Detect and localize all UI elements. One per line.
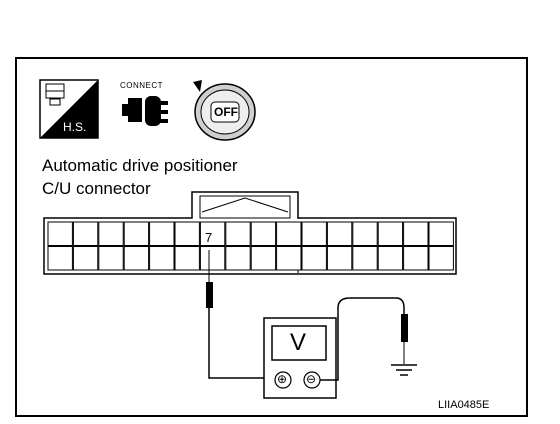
connector-cavity — [326, 221, 353, 246]
connector-cavity — [199, 221, 226, 246]
connector-cavity — [276, 246, 302, 271]
voltmeter — [263, 317, 337, 399]
voltmeter-symbol: V — [290, 329, 307, 356]
connect-label: CONNECT — [120, 81, 164, 90]
ground-icon — [391, 364, 417, 376]
figure-code: LIIA0485E — [438, 399, 490, 411]
connector-cavity — [123, 246, 150, 271]
connector-cavity — [250, 246, 277, 271]
connector-disconnected-icon — [122, 96, 168, 126]
connector-title-line-1: Automatic drive positioner — [42, 156, 238, 175]
connector-cavity — [174, 221, 200, 246]
negative-symbol: ⊖ — [306, 372, 317, 386]
connector-cavity — [403, 221, 429, 246]
ignition-off-icon — [193, 80, 256, 141]
connector-cavity — [301, 246, 327, 271]
connector-cavity — [98, 221, 124, 246]
connector-cavity — [276, 221, 302, 246]
diagram-frame — [15, 57, 528, 417]
positive-terminal — [274, 371, 292, 389]
service-manual-icon — [39, 79, 99, 139]
connector-cavity — [98, 246, 124, 271]
connector-cavity — [326, 246, 353, 271]
connector-cavity — [72, 221, 99, 246]
service-manual-label: H.S. — [63, 120, 87, 134]
off-label: OFF — [214, 105, 238, 119]
connector-cavity — [377, 246, 404, 271]
connector-cavity — [428, 246, 454, 271]
connector-cavity — [403, 246, 429, 271]
connector-cavity — [199, 246, 226, 271]
connector-title-line-2: C/U connector — [42, 179, 151, 198]
connector-cavity — [301, 221, 327, 246]
connector-cavity — [47, 246, 73, 271]
connector-cavity — [352, 246, 378, 271]
negative-lead — [320, 297, 408, 381]
connector-cavity — [47, 221, 73, 246]
positive-symbol: ⊕ — [277, 372, 288, 386]
connector-cavity — [250, 221, 277, 246]
connector-cavity — [428, 221, 454, 246]
connector-cavity — [149, 221, 175, 246]
connector-cavity — [225, 221, 251, 246]
connector-cavity — [377, 221, 404, 246]
connector-cavity — [225, 246, 251, 271]
positive-probe — [206, 250, 278, 379]
pin-7-label: 7 — [205, 230, 213, 245]
connector-cavity — [123, 221, 150, 246]
connector-cavity — [72, 246, 99, 271]
connector-cavity — [149, 246, 175, 271]
connector-cavity — [174, 246, 200, 271]
connector-pin-grid — [47, 221, 454, 271]
connector-cavity — [352, 221, 378, 246]
